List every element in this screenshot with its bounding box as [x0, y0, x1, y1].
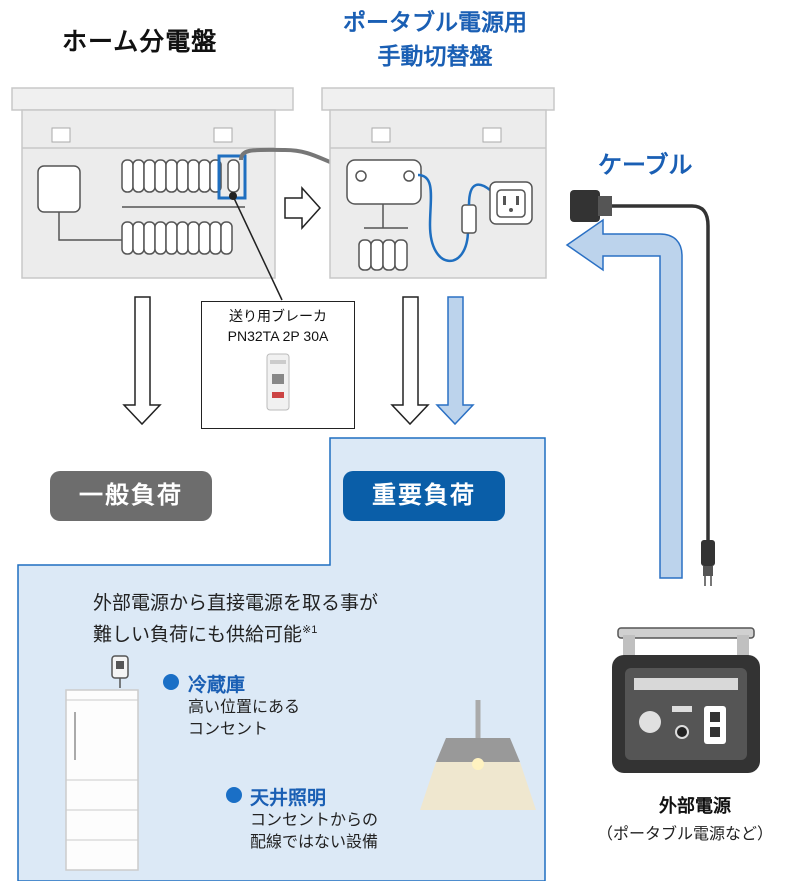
breaker-photo-icon [266, 353, 290, 411]
ceiling-light-icon [420, 700, 536, 810]
switch-panel-title: ポータブル電源用 手動切替盤 [320, 5, 550, 73]
switch-panel-title-line1: ポータブル電源用 [343, 9, 527, 35]
item-title: 天井照明 [250, 788, 327, 809]
item-desc-line1: 高い位置にある [188, 699, 301, 716]
switch-panel [321, 87, 555, 279]
external-power-title: 外部電源 [659, 796, 731, 816]
general-load-label: 一般負荷 [50, 471, 212, 521]
item-desc-line2: 配線ではない設備 [250, 834, 379, 851]
arrow-right-icon [284, 186, 322, 230]
cable-label: ケーブル [598, 152, 693, 179]
home-panel [11, 87, 294, 301]
note-mark: ※1 [302, 624, 318, 636]
bullet-icon [163, 674, 179, 690]
item-refrigerator: 冷蔵庫 高い位置にある コンセント [188, 670, 300, 741]
arrow-down-general-icon [122, 296, 162, 426]
home-panel-title: ホーム分電盤 [62, 28, 218, 56]
item-desc-line2: コンセント [188, 721, 269, 738]
arrow-supply-icon [565, 218, 683, 579]
important-load-area [17, 437, 546, 881]
breaker-callout: 送り用ブレーカ PN32TA 2P 30A [201, 301, 355, 429]
description-line2-text: 難しい負荷にも供給可能 [93, 624, 303, 646]
arrow-down-blue-icon [435, 296, 475, 426]
bullet-icon [226, 787, 242, 803]
item-ceiling-light: 天井照明 コンセントからの 配線ではない設備 [250, 783, 378, 854]
description-line2: 難しい負荷にも供給可能※1 [93, 617, 378, 648]
switch-panel-title-line2: 手動切替盤 [377, 43, 493, 69]
item-title: 冷蔵庫 [188, 675, 246, 696]
breaker-name: 送り用ブレーカ [229, 308, 327, 324]
breaker-model: PN32TA 2P 30A [227, 328, 329, 344]
external-power-subtitle: （ポータブル電源など） [596, 826, 773, 843]
item-desc-line1: コンセントからの [250, 812, 379, 829]
description-line1: 外部電源から直接電源を取る事が [93, 593, 379, 614]
cable [570, 190, 715, 586]
refrigerator-icon [65, 655, 139, 871]
arrow-down-important-icon [390, 296, 430, 426]
portable-power-icon [612, 627, 760, 773]
supply-description: 外部電源から直接電源を取る事が 難しい負荷にも供給可能※1 [93, 590, 378, 648]
important-load-label: 重要負荷 [343, 471, 505, 521]
